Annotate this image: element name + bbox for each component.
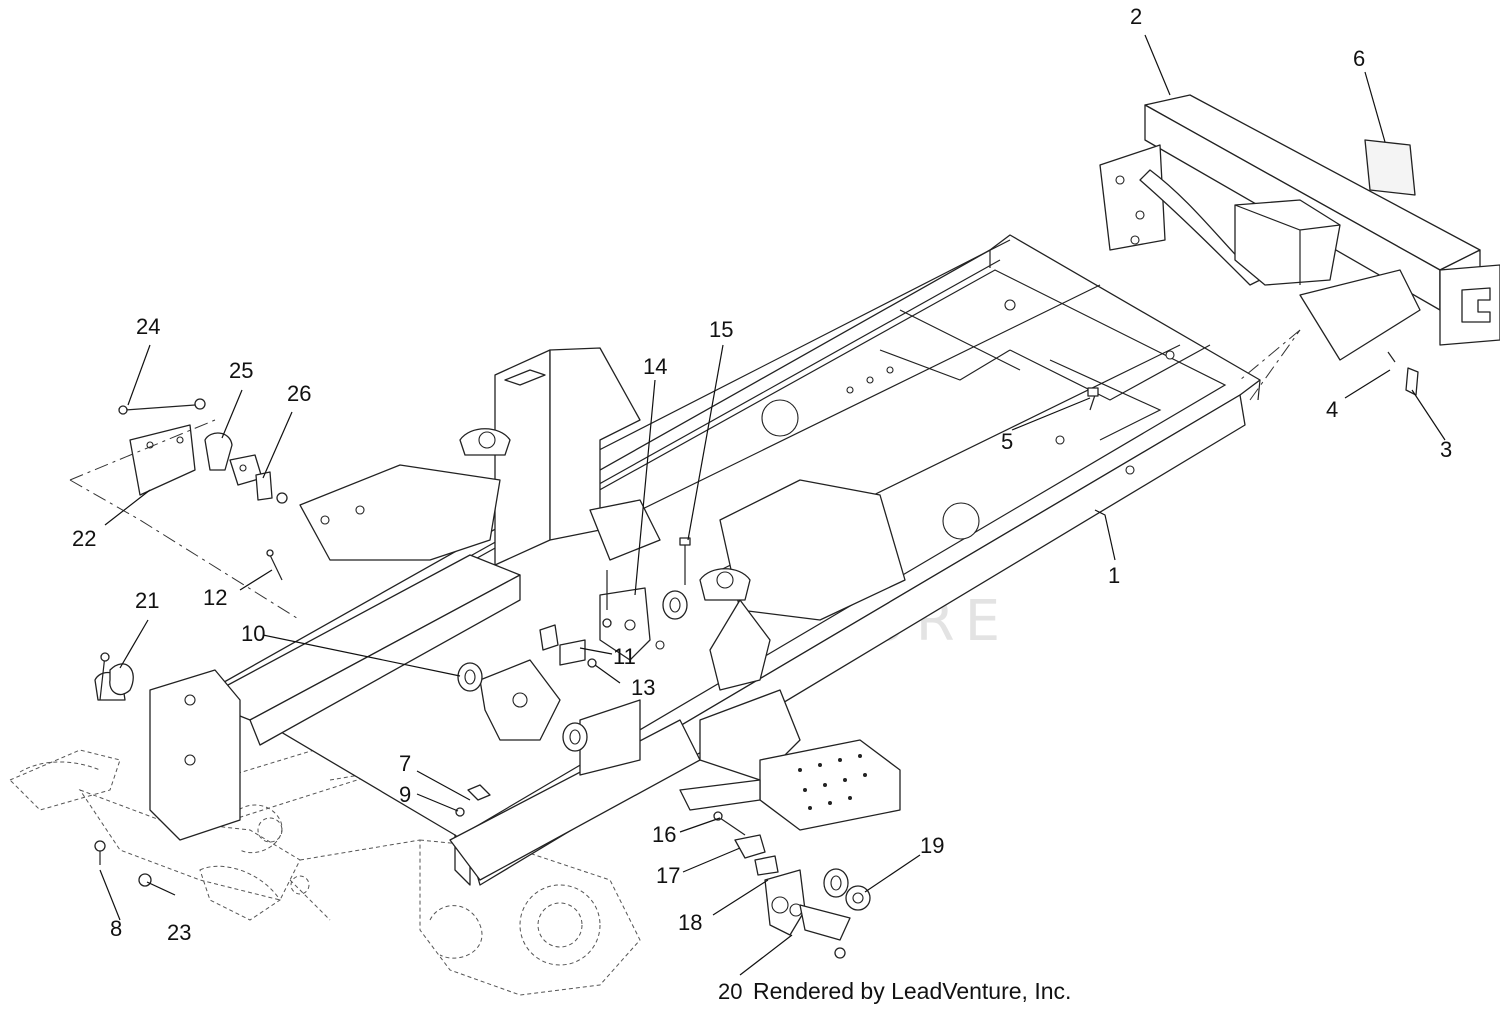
callout-22: 22 — [72, 526, 96, 551]
frame-hardware — [94, 387, 1099, 887]
callout-13: 13 — [631, 675, 655, 700]
callout-14: 14 — [643, 354, 667, 379]
callout-20: 20 — [718, 979, 742, 1004]
callout-24: 24 — [136, 314, 160, 339]
callout-15: 15 — [709, 317, 733, 342]
cover-plate-assembly — [94, 398, 288, 701]
callout-19: 19 — [920, 833, 944, 858]
callout-1: 1 — [1108, 563, 1120, 588]
callout-23: 23 — [167, 920, 191, 945]
callout-16: 16 — [652, 822, 676, 847]
callout-11: 11 — [613, 644, 636, 669]
frame-uprights — [299, 347, 906, 691]
hitch-assembly — [1099, 94, 1500, 401]
leader-lines — [99, 34, 1446, 976]
callout-3: 3 — [1440, 437, 1452, 462]
callout-5: 5 — [1001, 429, 1013, 454]
callout-4: 4 — [1326, 397, 1338, 422]
lever-hardware — [713, 811, 871, 959]
callout-12: 12 — [203, 585, 227, 610]
callout-21: 21 — [135, 588, 159, 613]
callout-2: 2 — [1130, 4, 1142, 29]
credit-text: Rendered by LeadVenture, Inc. — [753, 978, 1071, 1004]
callout-10: 10 — [241, 621, 265, 646]
callout-labels: 1 2 3 4 5 6 7 8 9 10 11 12 13 14 15 16 1… — [72, 4, 1452, 1004]
callout-25: 25 — [229, 358, 253, 383]
callout-8: 8 — [110, 916, 122, 941]
callout-6: 6 — [1353, 46, 1365, 71]
callout-9: 9 — [399, 782, 411, 807]
callout-18: 18 — [678, 910, 702, 935]
callout-17: 17 — [656, 863, 680, 888]
alignment-lines — [69, 329, 1301, 621]
callout-26: 26 — [287, 381, 311, 406]
callout-7: 7 — [399, 751, 411, 776]
